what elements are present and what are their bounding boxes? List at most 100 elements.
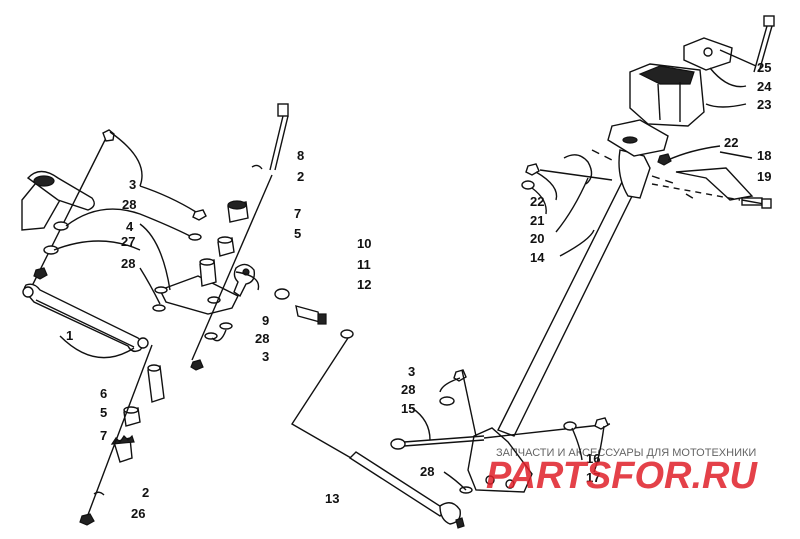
callout-4: 4 bbox=[126, 219, 134, 234]
leader-3-a bbox=[109, 131, 143, 187]
callout-11: 11 bbox=[357, 257, 371, 272]
callout-28-d: 28 bbox=[401, 382, 415, 397]
leader-20-axis bbox=[539, 169, 613, 181]
callout-15: 15 bbox=[401, 401, 415, 416]
callout-5-upper: 5 bbox=[294, 226, 301, 241]
leader-16 bbox=[571, 427, 583, 461]
nut-left-27 bbox=[33, 267, 48, 280]
leader-3-right bbox=[439, 377, 461, 393]
callout-21: 21 bbox=[530, 213, 544, 228]
callout-28-e: 28 bbox=[420, 464, 434, 479]
nut-left-top bbox=[102, 129, 115, 142]
leader-17 bbox=[593, 425, 605, 473]
leader-center-axis bbox=[191, 174, 273, 361]
washer-28-c bbox=[204, 332, 218, 340]
tie-rod bbox=[22, 283, 149, 353]
bolt-19 bbox=[741, 198, 772, 209]
leader-22 bbox=[535, 171, 558, 201]
callout-22-upper: 22 bbox=[724, 135, 738, 150]
steering-post bbox=[497, 149, 651, 437]
sleeve-7-lower bbox=[110, 434, 135, 463]
leader-24 bbox=[709, 67, 747, 88]
callout-27: 27 bbox=[121, 234, 135, 249]
bolt-15 bbox=[390, 435, 485, 450]
callout-10: 10 bbox=[357, 236, 371, 251]
leader-lower-left-axis bbox=[85, 344, 153, 521]
callout-7-upper: 7 bbox=[294, 206, 301, 221]
leader-25-axis bbox=[719, 49, 757, 67]
callout-12: 12 bbox=[357, 277, 371, 292]
bolt-15-axis bbox=[483, 423, 611, 439]
sleeve-upper bbox=[227, 200, 249, 223]
nut-22-left bbox=[525, 163, 540, 176]
washer-28-d bbox=[219, 322, 233, 330]
frame-rail-b bbox=[651, 183, 741, 201]
callout-28-b: 28 bbox=[121, 256, 135, 271]
callout-23: 23 bbox=[757, 97, 771, 112]
washer-16 bbox=[563, 421, 577, 431]
washer-left-27b bbox=[43, 245, 59, 255]
washer-28-b bbox=[152, 304, 166, 312]
callout-13: 13 bbox=[325, 491, 339, 506]
frame-bracket-18 bbox=[675, 167, 763, 206]
washer-10 bbox=[274, 288, 290, 300]
shaft-6 bbox=[147, 364, 165, 403]
steering-arm-bracket bbox=[21, 170, 95, 231]
leader-20 bbox=[555, 177, 589, 233]
cap-24 bbox=[683, 37, 733, 71]
leader-28-mid bbox=[139, 267, 161, 305]
spacer-tall bbox=[199, 258, 217, 287]
mounting-block-23 bbox=[629, 63, 705, 127]
nut-3-center bbox=[190, 359, 204, 371]
ball-joint bbox=[233, 263, 256, 298]
washer-21 bbox=[521, 180, 535, 190]
callout-5-lower: 5 bbox=[100, 405, 107, 420]
callout-18: 18 bbox=[757, 148, 771, 163]
nut-12 bbox=[340, 329, 354, 339]
bolt-25 bbox=[753, 15, 775, 73]
callout-1: 1 bbox=[66, 328, 73, 343]
pitman-arm-plate bbox=[159, 275, 239, 315]
nut-26 bbox=[79, 513, 95, 526]
callout-3-b: 3 bbox=[262, 349, 269, 364]
callout-25: 25 bbox=[757, 60, 771, 75]
callout-20: 20 bbox=[530, 231, 544, 246]
callout-17: 17 bbox=[586, 470, 600, 485]
callout-28-a: 28 bbox=[122, 197, 136, 212]
frame-rail bbox=[591, 149, 697, 201]
adjuster-bolt-11 bbox=[295, 305, 327, 325]
callout-8: 8 bbox=[297, 148, 304, 163]
callout-7-lower: 7 bbox=[100, 428, 107, 443]
nut-3-left bbox=[192, 209, 207, 221]
callout-26: 26 bbox=[131, 506, 145, 521]
callout-2-lower: 2 bbox=[142, 485, 149, 500]
callout-14: 14 bbox=[530, 250, 545, 265]
leader-9 bbox=[235, 271, 260, 291]
washer-28-right bbox=[439, 396, 455, 406]
leader-15 bbox=[411, 407, 431, 441]
leader-21 bbox=[531, 187, 547, 215]
leader-18 bbox=[719, 151, 753, 159]
callout-6: 6 bbox=[100, 386, 107, 401]
lower-bracket bbox=[467, 427, 533, 493]
bushing-upper bbox=[217, 236, 235, 257]
leader-3-b bbox=[139, 185, 197, 213]
bolt-8 bbox=[269, 103, 289, 171]
leader-4 bbox=[139, 223, 171, 291]
leader-1 bbox=[59, 335, 135, 359]
callout-22-left: 22 bbox=[530, 194, 544, 209]
callout-2-upper: 2 bbox=[297, 169, 304, 184]
washer-28-e bbox=[188, 233, 202, 241]
washer-left-27 bbox=[53, 221, 69, 231]
clip-2-lower bbox=[93, 491, 105, 496]
leader-23 bbox=[705, 103, 747, 108]
clip-20 bbox=[563, 154, 593, 185]
nut-17 bbox=[594, 417, 609, 430]
leader-right-bolt-axis bbox=[461, 369, 477, 437]
leader-14 bbox=[559, 229, 595, 257]
washer-28-a bbox=[154, 286, 168, 294]
watermark-tagline: ЗАПЧАСТИ И АКСЕССУАРЫ ДЛЯ МОТОТЕХНИКИ bbox=[496, 447, 756, 459]
callout-28-c: 28 bbox=[255, 331, 269, 346]
callout-3-c: 3 bbox=[408, 364, 415, 379]
